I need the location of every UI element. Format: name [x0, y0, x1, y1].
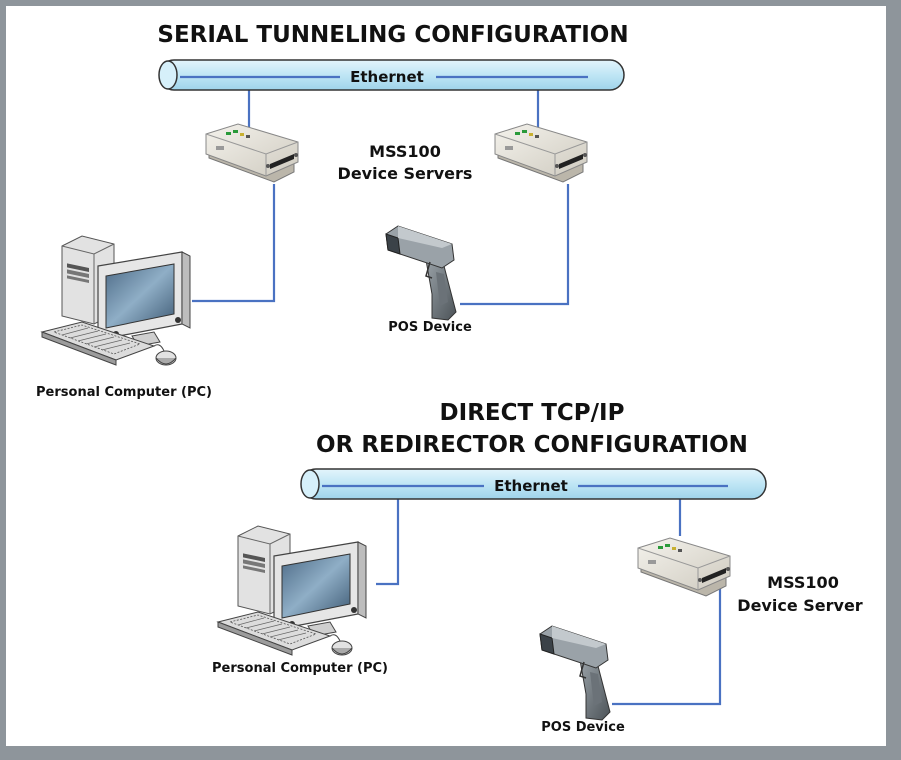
bottom-link-server-pos — [612, 585, 722, 706]
top-link-server-pc — [192, 184, 276, 303]
bottom-title-line1: DIRECT TCP/IP — [440, 400, 625, 426]
top-link-server-pos — [460, 184, 570, 306]
top-server-label-line1: MSS100 — [369, 142, 441, 161]
bottom-pos-label: POS Device — [541, 720, 625, 735]
top-title: SERIAL TUNNELING CONFIGURATION — [157, 22, 628, 48]
bottom-title-line2: OR REDIRECTOR CONFIGURATION — [316, 432, 748, 458]
bottom-server-label-line2: Device Server — [737, 596, 863, 615]
diagram-panel — [6, 6, 886, 746]
bottom-server-label-line1: MSS100 — [767, 573, 839, 592]
bottom-ethernet-label: Ethernet — [494, 477, 568, 495]
top-pc-label: Personal Computer (PC) — [36, 385, 212, 400]
top-ethernet-label: Ethernet — [350, 68, 424, 86]
bottom-link-bus-pc — [376, 484, 400, 586]
top-server-label-line2: Device Servers — [338, 164, 473, 183]
bottom-pc-label: Personal Computer (PC) — [212, 661, 388, 676]
bottom-ethernet-bus: Ethernet — [300, 468, 767, 500]
top-pos-label: POS Device — [388, 320, 472, 335]
top-ethernet-bus: Ethernet — [158, 59, 625, 91]
